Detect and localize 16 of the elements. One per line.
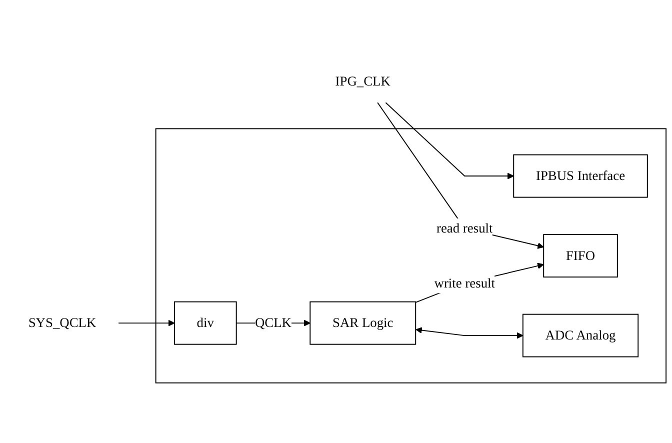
node-text: IPG_CLK [335,74,390,88]
node-box: ADC Analog [522,314,639,358]
node-text: SYS_QCLK [28,315,96,330]
node-box: IPBUS Interface [513,154,648,198]
arrow [415,262,544,303]
node-box: div [174,301,237,345]
arrow [377,102,544,249]
edge-label: read result [436,220,493,236]
cluster [155,128,667,384]
arrow [385,102,514,180]
edge-label: QCLK [254,315,292,330]
node-box: FIFO [543,234,618,278]
edge-label: write result [434,275,495,290]
arrow [416,327,524,339]
node-box: SAR Logic [310,301,416,345]
arrow [118,320,175,326]
